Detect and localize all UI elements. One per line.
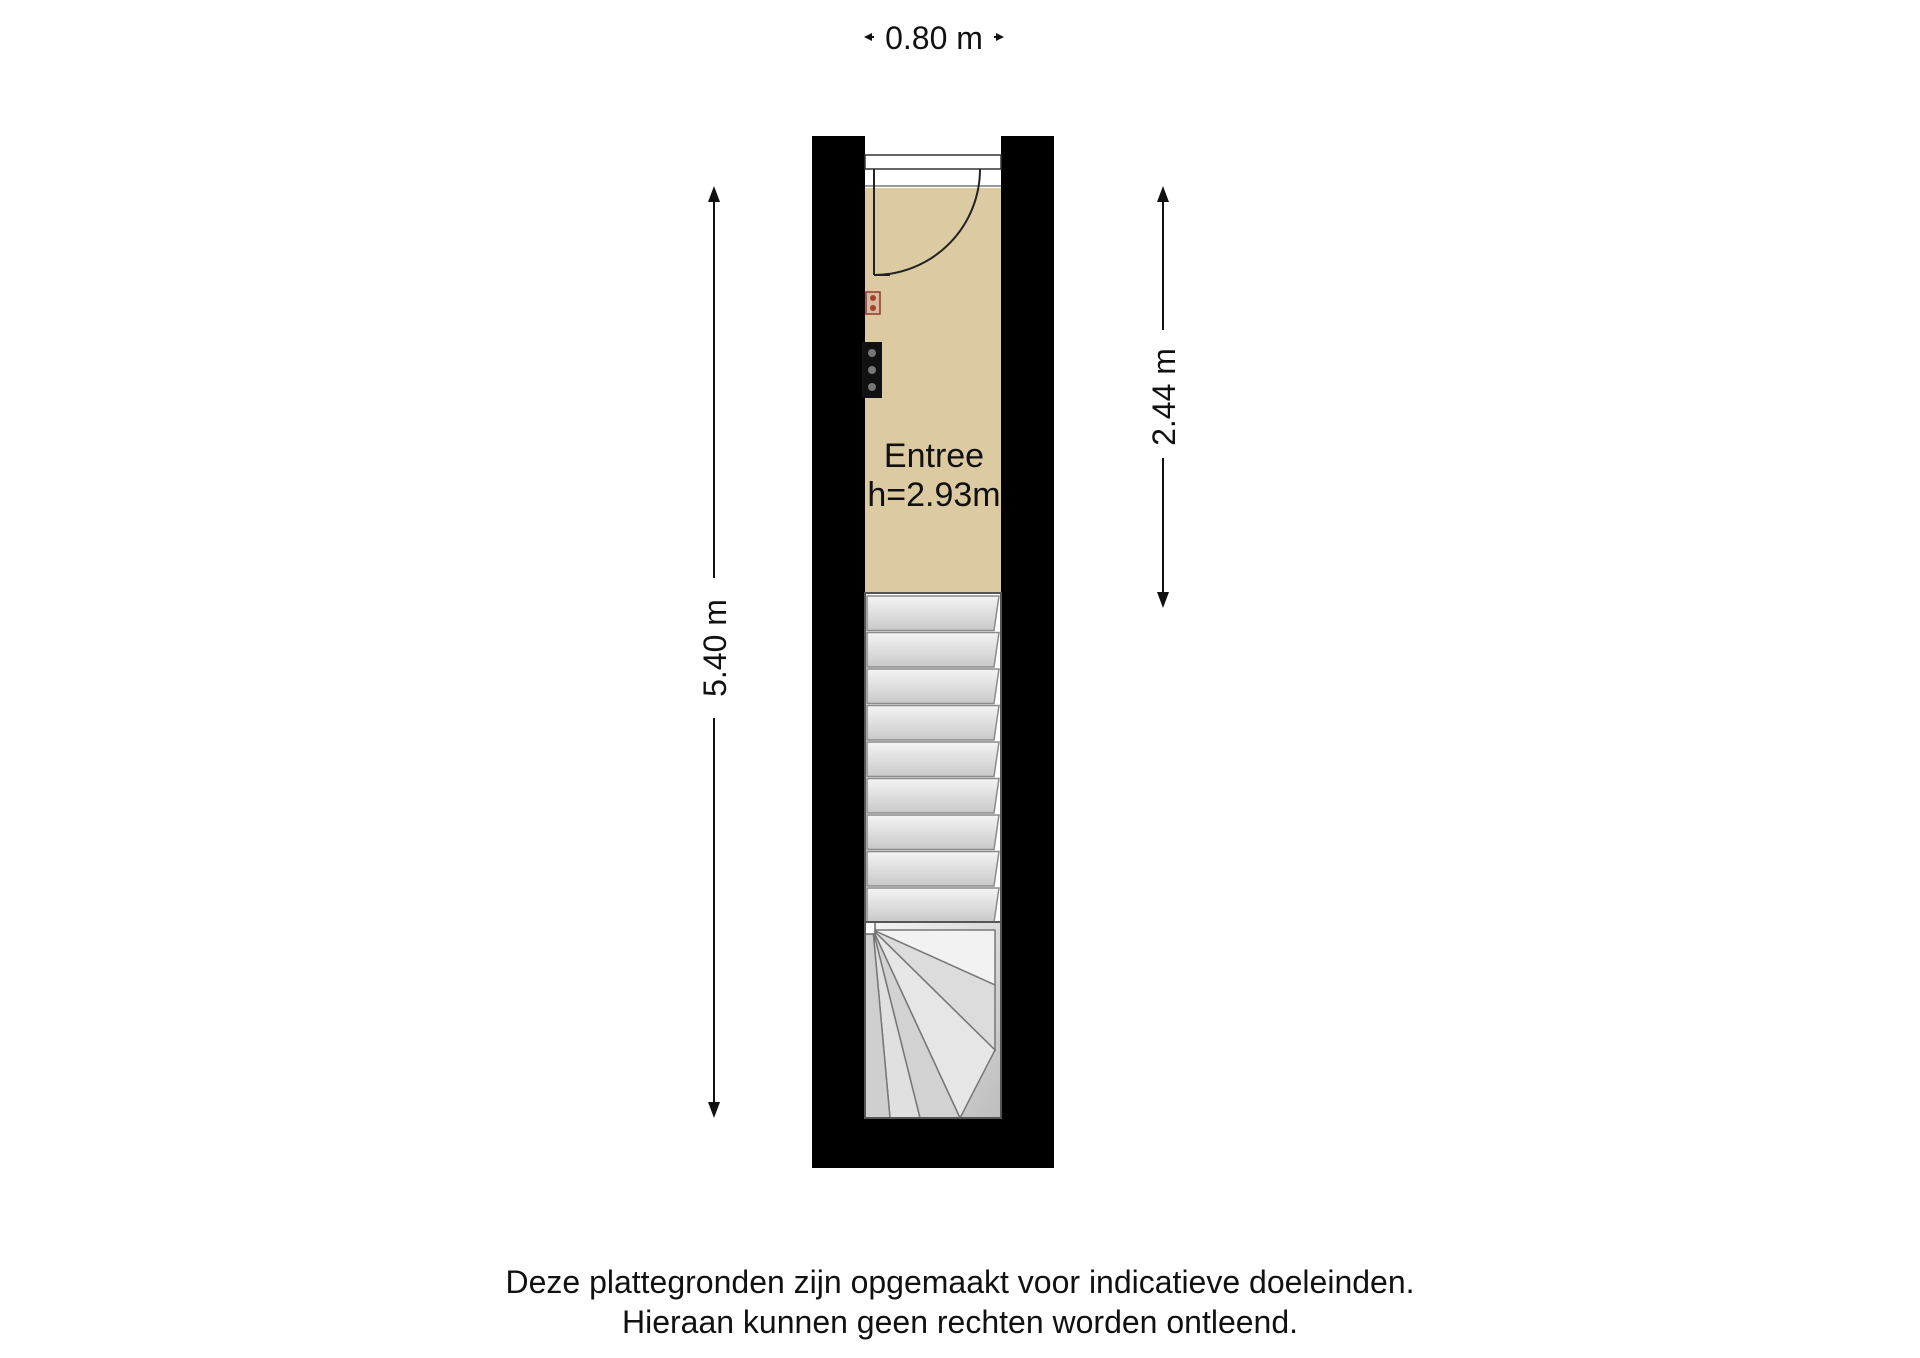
dimension-right: 2.44 m bbox=[1146, 186, 1182, 608]
dimension-top: 0.80 m bbox=[864, 20, 1004, 56]
stair-step bbox=[866, 668, 1000, 705]
stair-step bbox=[866, 777, 1000, 814]
disclaimer-line-1: Deze plattegronden zijn opgemaakt voor i… bbox=[505, 1264, 1415, 1300]
dimension-left: 5.40 m bbox=[697, 186, 733, 1118]
dimension-left-label: 5.40 m bbox=[697, 599, 733, 697]
room-name: Entree bbox=[884, 437, 984, 475]
stair-step bbox=[866, 850, 1000, 887]
stair-step bbox=[866, 704, 1000, 741]
entree-floor bbox=[865, 186, 1001, 593]
stair-step bbox=[866, 595, 1000, 632]
winding-stairs bbox=[864, 921, 1002, 1120]
wall-outlet bbox=[865, 291, 881, 315]
dimension-top-label: 0.80 m bbox=[885, 20, 983, 56]
staircase bbox=[864, 592, 1002, 926]
wall-outlet-dot bbox=[870, 305, 876, 311]
wall-outlet-dot bbox=[870, 295, 876, 301]
stair-step bbox=[866, 887, 1000, 924]
meter-dial bbox=[868, 383, 876, 391]
dimension-right-label: 2.44 m bbox=[1146, 348, 1182, 446]
door-swing-arc bbox=[873, 168, 981, 276]
meter-dial bbox=[868, 366, 876, 374]
meter-dial bbox=[868, 349, 876, 357]
disclaimer: Deze plattegronden zijn opgemaakt voor i… bbox=[0, 1262, 1920, 1342]
stair-step bbox=[866, 631, 1000, 668]
room-height: h=2.93m bbox=[867, 476, 1000, 514]
door-frame bbox=[864, 154, 1002, 170]
stair-step bbox=[866, 814, 1000, 851]
stair-step bbox=[866, 741, 1000, 778]
disclaimer-line-2: Hieraan kunnen geen rechten worden ontle… bbox=[621, 1304, 1299, 1340]
